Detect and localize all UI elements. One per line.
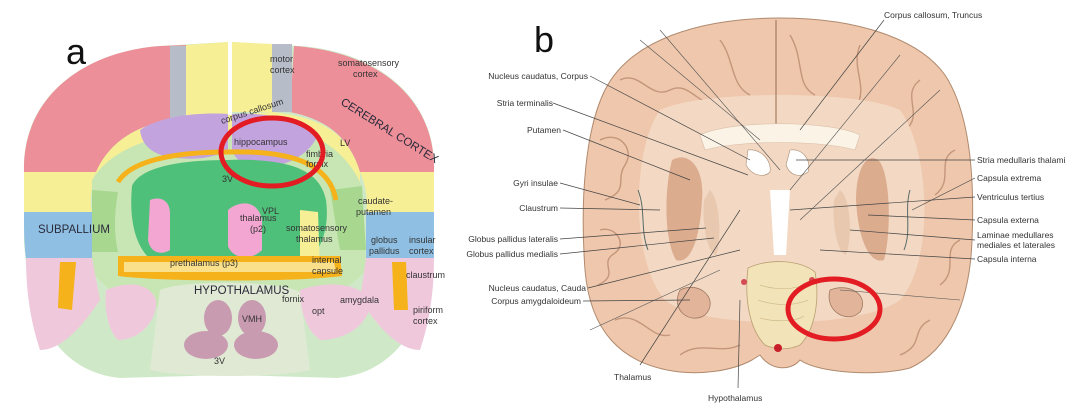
third-ventricle-bottom-label: 3V	[214, 356, 225, 366]
hippocampus-label: hippocampus	[234, 137, 288, 147]
prethalamus-label: prethalamus (p3)	[170, 258, 238, 268]
panel-a-schematic: a	[24, 31, 445, 378]
label-corpus-amygdaloideum: Corpus amygdaloideum	[491, 296, 581, 306]
label-capsula-interna: Capsula interna	[977, 254, 1037, 264]
label-globus-pallidus-lateralis: Globus pallidus lateralis	[468, 234, 558, 244]
label-nucleus-caudatus-corpus: Nucleus caudatus, Corpus	[488, 71, 588, 81]
panel-b-anatomical: b	[466, 10, 1065, 403]
label-capsula-extrema: Capsula extrema	[977, 173, 1042, 183]
opt-label: opt	[312, 306, 325, 316]
piriform-cortex-label-2: cortex	[413, 316, 438, 326]
motor-cortex-label-2: cortex	[270, 65, 295, 75]
fimbria-label-1: fimbria	[306, 149, 333, 159]
subpallium-label: SUBPALLIUM	[38, 224, 110, 236]
amygdala-label: amygdala	[340, 295, 379, 305]
label-thalamus: Thalamus	[614, 372, 651, 382]
label-ventriculus-tertius: Ventriculus tertius	[977, 192, 1044, 202]
hypothalamus-label-a: HYPOTHALAMUS	[194, 285, 290, 297]
vmh-label: VMH	[242, 314, 262, 324]
label-hypothalamus: Hypothalamus	[708, 393, 762, 403]
panel-b-letter: b	[534, 19, 554, 60]
caudate-label-2: putamen	[356, 207, 391, 217]
internal-capsule-label-2: capsule	[312, 266, 343, 276]
label-laminae-1: Laminae medullares	[977, 230, 1054, 240]
internal-capsule-label-1: internal	[312, 255, 342, 265]
globus-pallidus-label-2: pallidus	[369, 246, 400, 256]
label-claustrum: Claustrum	[519, 203, 558, 213]
label-laminae-2: mediales et laterales	[977, 240, 1055, 250]
piriform-cortex-label-1: piriform	[413, 305, 443, 315]
motor-cortex-label-1: motor	[270, 54, 293, 64]
thalamus-label-2: (p2)	[250, 224, 266, 234]
claustrum-label-a: claustrum	[406, 270, 445, 280]
somatosensory-thalamus-label-1: somatosensory	[286, 223, 348, 233]
fornix-label: fornix	[282, 294, 305, 304]
somatosensory-cortex-label-1: somatosensory	[338, 58, 400, 68]
globus-pallidus-label-1: globus	[371, 235, 398, 245]
somatosensory-thalamus-label-2: thalamus	[296, 234, 333, 244]
label-stria-medullaris: Stria medullaris thalami	[977, 155, 1065, 165]
label-globus-pallidus-medialis: Globus pallidus medialis	[466, 249, 558, 259]
label-stria-terminalis: Stria terminalis	[497, 98, 553, 108]
caudate-label-1: caudate-	[358, 196, 393, 206]
somatosensory-cortex-label-2: cortex	[353, 69, 378, 79]
thalamus-label-1: thalamus	[240, 213, 277, 223]
label-corpus-callosum: Corpus callosum, Truncus	[884, 10, 982, 20]
insular-cortex-label-1: insular	[409, 235, 436, 245]
label-nucleus-caudatus-cauda: Nucleus caudatus, Cauda	[489, 283, 587, 293]
lv-label: LV	[340, 138, 350, 148]
label-putamen: Putamen	[527, 125, 561, 135]
insular-cortex-label-2: cortex	[409, 246, 434, 256]
label-capsula-externa: Capsula externa	[977, 215, 1039, 225]
label-gyri-insulae: Gyri insulae	[513, 178, 558, 188]
panel-a-letter: a	[66, 31, 87, 72]
